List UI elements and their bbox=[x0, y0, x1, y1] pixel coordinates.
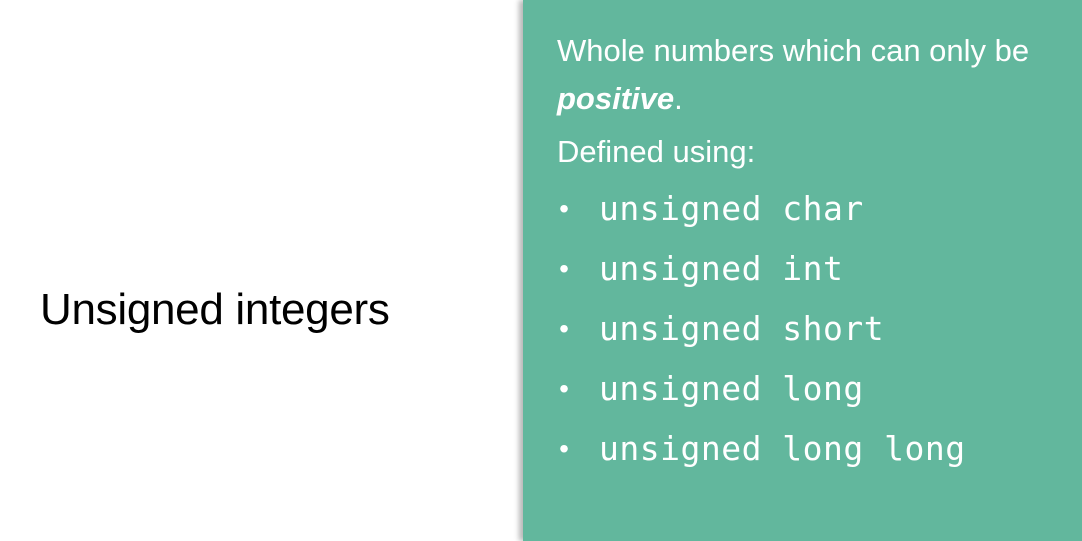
positive-emphasis: positive bbox=[557, 81, 675, 116]
type-unsigned-int: unsigned int bbox=[599, 249, 844, 288]
description-emphasis-line: positive. bbox=[557, 74, 1082, 124]
list-item: • unsigned char bbox=[557, 179, 1082, 239]
slide-title: Unsigned integers bbox=[40, 285, 390, 334]
bullet-icon: • bbox=[559, 313, 569, 344]
list-item: • unsigned long long bbox=[557, 419, 1082, 479]
bullet-icon: • bbox=[559, 253, 569, 284]
description-line: Whole numbers which can only be bbox=[557, 33, 1030, 68]
description-period: . bbox=[674, 81, 683, 116]
list-item: • unsigned int bbox=[557, 239, 1082, 299]
bullet-icon: • bbox=[559, 373, 569, 404]
bullet-icon: • bbox=[559, 193, 569, 224]
type-unsigned-short: unsigned short bbox=[599, 309, 885, 348]
type-unsigned-char: unsigned char bbox=[599, 189, 864, 228]
bullet-icon: • bbox=[559, 433, 569, 464]
type-list: • unsigned char • unsigned int • unsigne… bbox=[557, 179, 1082, 479]
type-unsigned-long: unsigned long bbox=[599, 369, 864, 408]
defined-using-label: Defined using: bbox=[557, 134, 756, 169]
content-panel bbox=[523, 0, 1082, 541]
type-unsigned-long-long: unsigned long long bbox=[599, 429, 966, 468]
list-item: • unsigned short bbox=[557, 299, 1082, 359]
list-item: • unsigned long bbox=[557, 359, 1082, 419]
panel-content: Whole numbers which can only be positive… bbox=[557, 26, 1082, 479]
